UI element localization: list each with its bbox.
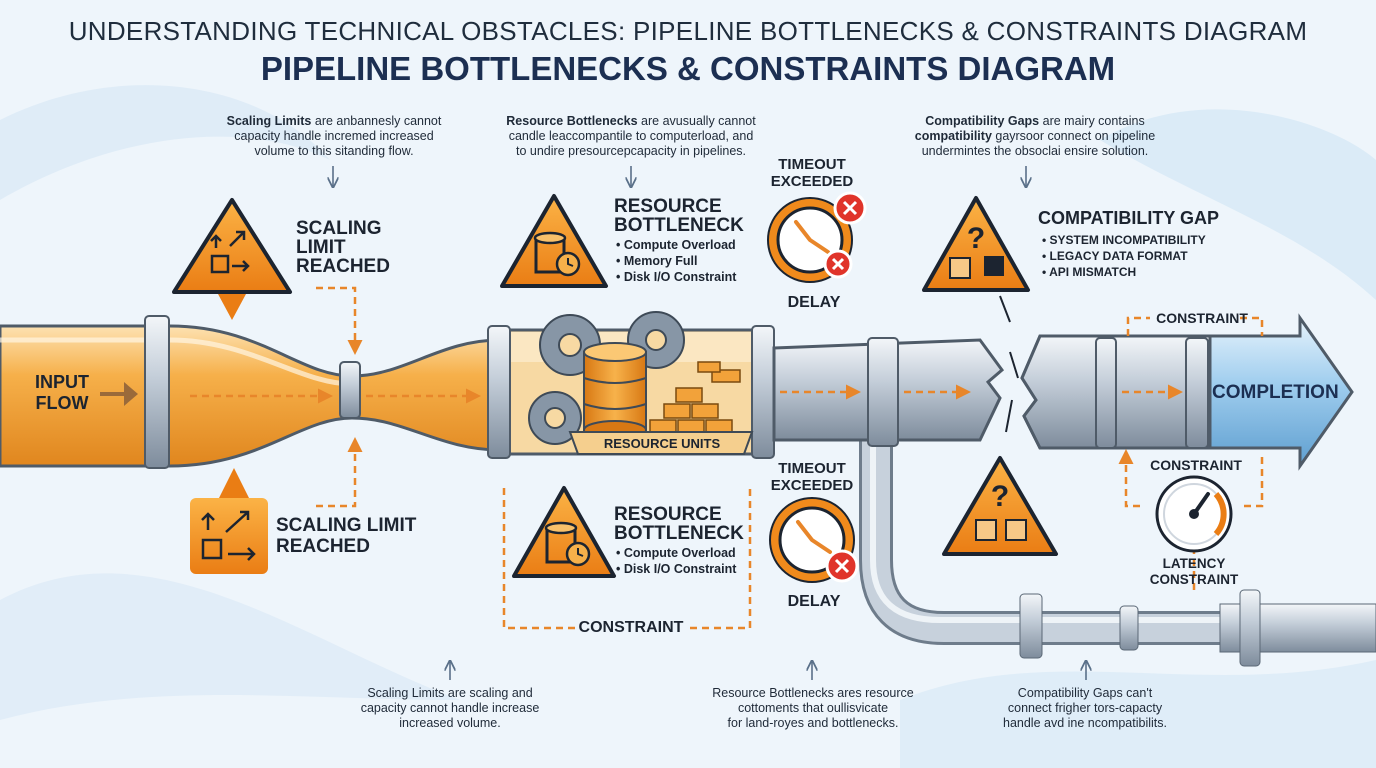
delay-top-label: DELAY [787, 294, 841, 311]
constraint-top-right-label: CONSTRAINT [1156, 310, 1248, 326]
compat-gap-list: SYSTEM INCOMPATIBILITY LEGACY DATA FORMA… [1042, 232, 1219, 280]
resource-bottleneck-bottom-list: Compute Overload Disk I/O Constraint [616, 545, 744, 577]
resource-note-top-l2: candle leaccompantile to computerload, a… [508, 129, 754, 143]
timeout-clock-top-icon [767, 191, 867, 283]
scaling-note-bottom-l1: Scaling Limits are scaling and [367, 686, 533, 700]
scaling-note-top: Scaling Limits are anbannesly cannot cap… [205, 114, 463, 159]
compat-note-bottom-l3: handle avd ine ncompatibilits. [1003, 716, 1167, 730]
latency-gauge-icon [1155, 475, 1233, 553]
compat-note-top-l3: undermintes the obsoclai ensire solution… [921, 144, 1149, 158]
scaling-note-top-l2: capacity handle incremed increased [234, 129, 434, 143]
latency-constraint-label: LATENCY CONSTRAINT [1149, 556, 1239, 587]
scaling-warning-top-icon [172, 198, 292, 320]
constraint-bottom-label: CONSTRAINT [578, 619, 684, 636]
timeout-bottom-label: TIMEOUT EXCEEDED [770, 460, 854, 494]
scaling-note-bottom-l2: capacity cannot handle increase [360, 701, 540, 715]
compat-note-top: Compatibility Gaps are mairy contains co… [906, 114, 1164, 159]
compat-note-top-bold2: compatibility [914, 129, 992, 143]
scaling-note-top-l3: volume to this sitanding flow. [254, 144, 414, 158]
list-item: API MISMATCH [1042, 264, 1219, 280]
downpipe [859, 440, 1376, 667]
input-arrow-icon [100, 382, 138, 406]
resource-bottleneck-top-list: Compute Overload Memory Full Disk I/O Co… [616, 237, 744, 285]
compat-note-top-l2: gayrsoor connect on pipeline [991, 129, 1156, 143]
resource-note-top-l1: are avusually cannot [637, 114, 756, 128]
list-item: Memory Full [616, 253, 744, 269]
completion-label: COMPLETION [1212, 382, 1339, 403]
timeout-clock-bottom-icon [769, 497, 859, 583]
resource-warning-top-icon [500, 194, 608, 288]
list-item: Compute Overload [616, 237, 744, 253]
input-flow-label: INPUT FLOW [35, 372, 89, 413]
list-item: Disk I/O Constraint [616, 561, 744, 577]
page-subtitle: PIPELINE BOTTLENECKS & CONSTRAINTS DIAGR… [260, 50, 1116, 87]
list-item: LEGACY DATA FORMAT [1042, 248, 1219, 264]
resource-note-bottom-l2: cottoments that oullisvicate [737, 701, 889, 715]
compat-note-top-l1: are mairy contains [1039, 114, 1145, 128]
compat-warning-bottom-icon: ? [942, 456, 1058, 556]
compat-gap-heading: COMPATIBILITY GAP [1038, 208, 1220, 228]
scaling-limit-top-label: SCALING LIMIT REACHED [296, 218, 390, 277]
scaling-limit-bottom-label: SCALING LIMIT REACHED [276, 515, 417, 557]
background-swirls [0, 85, 1376, 768]
resource-bottleneck-bottom: RESOURCE BOTTLENECK Compute Overload Dis… [614, 505, 744, 577]
timeout-top-label: TIMEOUT EXCEEDED [770, 156, 854, 190]
svg-text:?: ? [991, 480, 1009, 513]
compat-note-bottom-l1: Compatibility Gaps can't [1017, 686, 1153, 700]
pointer-arrows [333, 166, 1086, 680]
resource-warning-bottom-icon [512, 486, 616, 578]
scaling-warning-bottom-icon [190, 468, 268, 574]
resource-bottleneck-top: RESOURCE BOTTLENECK Compute Overload Mem… [614, 197, 744, 285]
scaling-note-bottom-l3: increased volume. [399, 716, 501, 730]
constraint-right-mid-label: CONSTRAINT [1150, 457, 1242, 473]
resource-note-top-bold: Resource Bottlenecks [506, 114, 638, 128]
scaling-note-top-bold: Scaling Limits [226, 114, 312, 128]
compat-note-bottom-l2: connect frigher tors-capacty [1007, 701, 1163, 715]
resource-units-label: RESOURCE UNITS [603, 436, 721, 451]
resource-note-top-l3: to undire presourcepcapacity in pipeline… [516, 144, 746, 158]
resource-note-bottom: Resource Bottlenecks ares resource cotto… [698, 686, 928, 731]
resource-chamber [487, 311, 775, 459]
scaling-note-top-l1: are anbannesly cannot [311, 114, 442, 128]
scaling-note-bottom: Scaling Limits are scaling and capacity … [340, 686, 560, 731]
list-item: Disk I/O Constraint [616, 269, 744, 285]
page-title: UNDERSTANDING TECHNICAL OBSTACLES: PIPEL… [68, 16, 1308, 46]
list-item: SYSTEM INCOMPATIBILITY [1042, 232, 1219, 248]
compat-gap: COMPATIBILITY GAP SYSTEM INCOMPATIBILITY… [1038, 209, 1219, 280]
flow-arrows [190, 286, 1264, 630]
compat-note-top-bold1: Compatibility Gaps [925, 114, 1040, 128]
resource-note-bottom-l1: Resource Bottlenecks ares resource [712, 686, 914, 700]
resource-note-bottom-l3: for land-royes and bottlenecks. [727, 716, 899, 730]
steel-pipe [772, 337, 1005, 447]
resource-note-top: Resource Bottlenecks are avusually canno… [492, 114, 770, 159]
list-item: Compute Overload [616, 545, 744, 561]
svg-text:?: ? [967, 222, 985, 255]
compat-note-bottom: Compatibility Gaps can't connect frigher… [990, 686, 1180, 731]
resource-bottleneck-bottom-heading: RESOURCE BOTTLENECK [614, 504, 744, 544]
resource-bottleneck-top-heading: RESOURCE BOTTLENECK [614, 196, 744, 236]
delay-bottom-label: DELAY [787, 593, 841, 610]
completion-pipe [999, 295, 1354, 471]
compat-warning-top-icon: ? [922, 196, 1030, 292]
